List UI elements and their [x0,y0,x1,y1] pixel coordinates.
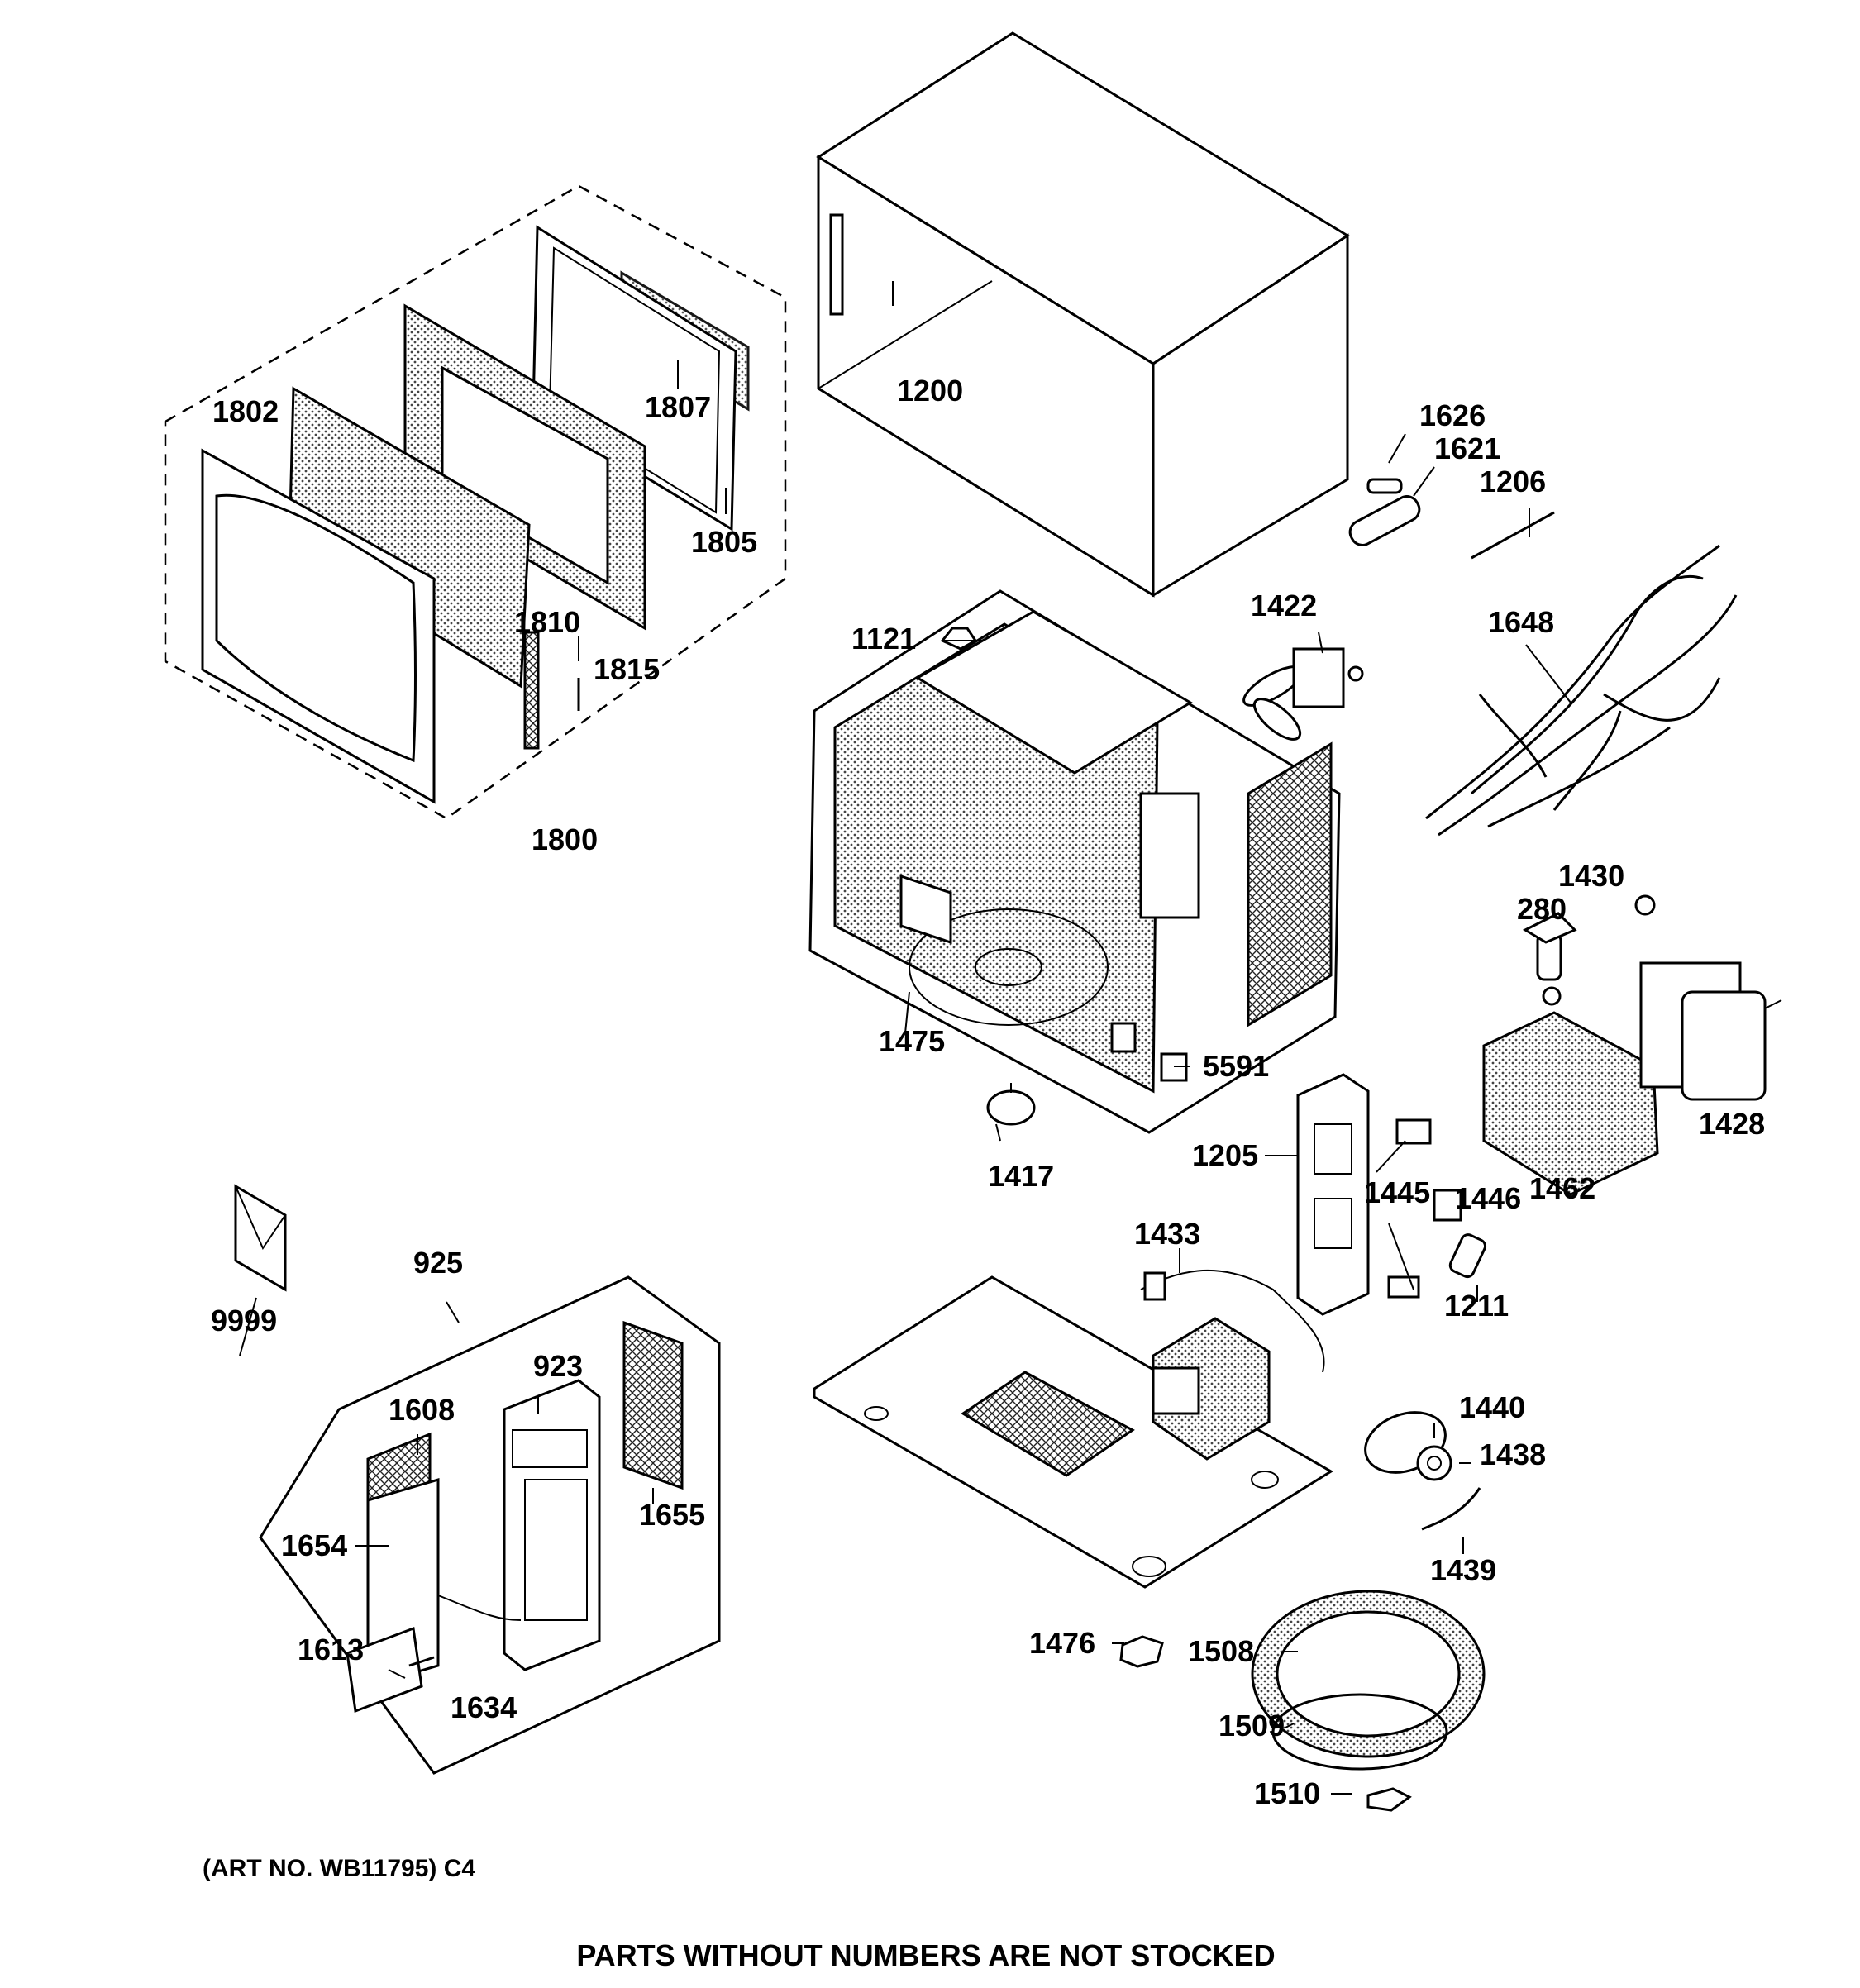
roller-hub-shape [1366,1787,1412,1812]
turntable-motor-shape [986,1089,1036,1126]
label-1121: 1121 [851,622,916,656]
door-assembly-group [164,184,787,820]
switch-1445b [1387,1275,1420,1299]
outer-case-group [816,31,1350,598]
label-1815: 1815 [594,652,660,686]
fuse-holder-shape [1348,495,1421,546]
outer-case-bottom-edge [818,280,993,389]
label-1510: 1510 [1254,1776,1320,1810]
door-window-shape [441,365,609,585]
part-labels: 1802 1807 1805 1810 1815 1800 1200 1626 … [211,374,1765,1810]
label-1613: 1613 [298,1633,364,1666]
label-1422: 1422 [1251,589,1317,622]
glass-tray-inner [1276,1610,1461,1738]
cavity-ceiling-panel [915,610,1193,775]
cavity-turntable-ring [909,908,1109,1026]
label-1807: 1807 [645,390,711,424]
label-1462: 1462 [1529,1171,1595,1205]
label-923: 923 [533,1349,583,1383]
label-1211: 1211 [1444,1289,1509,1323]
leader-lines [239,281,1571,1795]
literature-envelope [234,1184,287,1292]
cavity-vent-grille [1247,741,1333,1027]
label-1438: 1438 [1480,1437,1546,1471]
label-1608: 1608 [389,1393,455,1427]
label-1445: 1445 [1364,1175,1430,1209]
air-guide-shape [1482,1011,1659,1196]
latch-board-group [1296,1073,1487,1316]
interlock-switch-shape [1110,1022,1137,1053]
thermostat-shape [940,627,978,651]
capacitor-group [1364,1411,1481,1531]
keypad-1654 [366,1477,440,1689]
lever-1211 [1448,1233,1487,1279]
roller-ring-shape [1271,1693,1448,1771]
label-1800: 1800 [532,822,598,856]
base-plate-group [813,1275,1333,1589]
door-front-shape [201,448,436,804]
control-panel-boundary [259,1275,721,1775]
label-1476: 1476 [1029,1626,1095,1660]
label-1475: 1475 [879,1024,945,1058]
label-1626: 1626 [1419,398,1486,432]
oven-cavity-group [808,589,1341,1134]
label-1206: 1206 [1480,465,1546,498]
thermal-fuse-shape [1471,511,1555,560]
door-assembly-boundary [164,184,787,820]
label-1433: 1433 [1134,1217,1200,1251]
magnetron-group [1482,894,1782,1196]
switch-1445a [1395,1118,1432,1145]
label-1417: 1417 [988,1159,1054,1193]
label-1621: 1621 [1434,431,1500,465]
label-280: 280 [1517,892,1567,926]
footer-notice: PARTS WITHOUT NUMBERS ARE NOT STOCKED [576,1938,1275,1972]
label-1205: 1205 [1192,1138,1258,1172]
label-1446: 1446 [1455,1181,1521,1215]
label-1439: 1439 [1430,1553,1496,1587]
door-choke-frame-inner [548,246,721,514]
switch-1446 [1433,1189,1462,1222]
label-1509: 1509 [1219,1709,1285,1742]
control-panel-frame [503,1379,601,1671]
cavity-bracket [1139,792,1200,919]
label-1805: 1805 [691,525,757,559]
label-1810: 1810 [514,605,580,639]
label-1634: 1634 [451,1690,517,1724]
label-1654: 1654 [281,1528,347,1562]
label-1428: 1428 [1699,1107,1765,1141]
waveguide-cover-shape [899,874,952,945]
door-screen-shape [288,386,531,689]
label-5591: 5591 [1203,1049,1269,1083]
wire-harness-group [1425,544,1738,837]
outer-case-slot [829,213,844,316]
label-1440: 1440 [1459,1390,1525,1424]
label-1200: 1200 [897,374,963,408]
label-925: 925 [413,1246,463,1280]
fuse-shape [1366,478,1403,494]
outer-case-front-edge [817,155,1155,598]
base-plate-vent [961,1371,1135,1477]
control-board-shape [622,1320,684,1490]
door-latch-shape [523,631,540,750]
label-1508: 1508 [1188,1634,1254,1668]
door-front-window [215,493,417,763]
coupler-shape [1119,1635,1164,1668]
label-1655: 1655 [639,1498,705,1532]
label-1648: 1648 [1488,605,1554,639]
cavity-turntable-hub [975,948,1042,986]
label-1430: 1430 [1558,859,1624,893]
bracket-1613 [346,1626,423,1714]
door-choke-frame-shape [532,225,737,532]
label-1802: 1802 [212,394,279,428]
transformer-group [1140,1269,1325,1461]
art-number: (ART NO. WB11795) C4 [203,1855,475,1882]
label-9999: 9999 [211,1304,277,1337]
fan-motor-group [1242,647,1364,741]
control-panel-group [259,1275,721,1775]
